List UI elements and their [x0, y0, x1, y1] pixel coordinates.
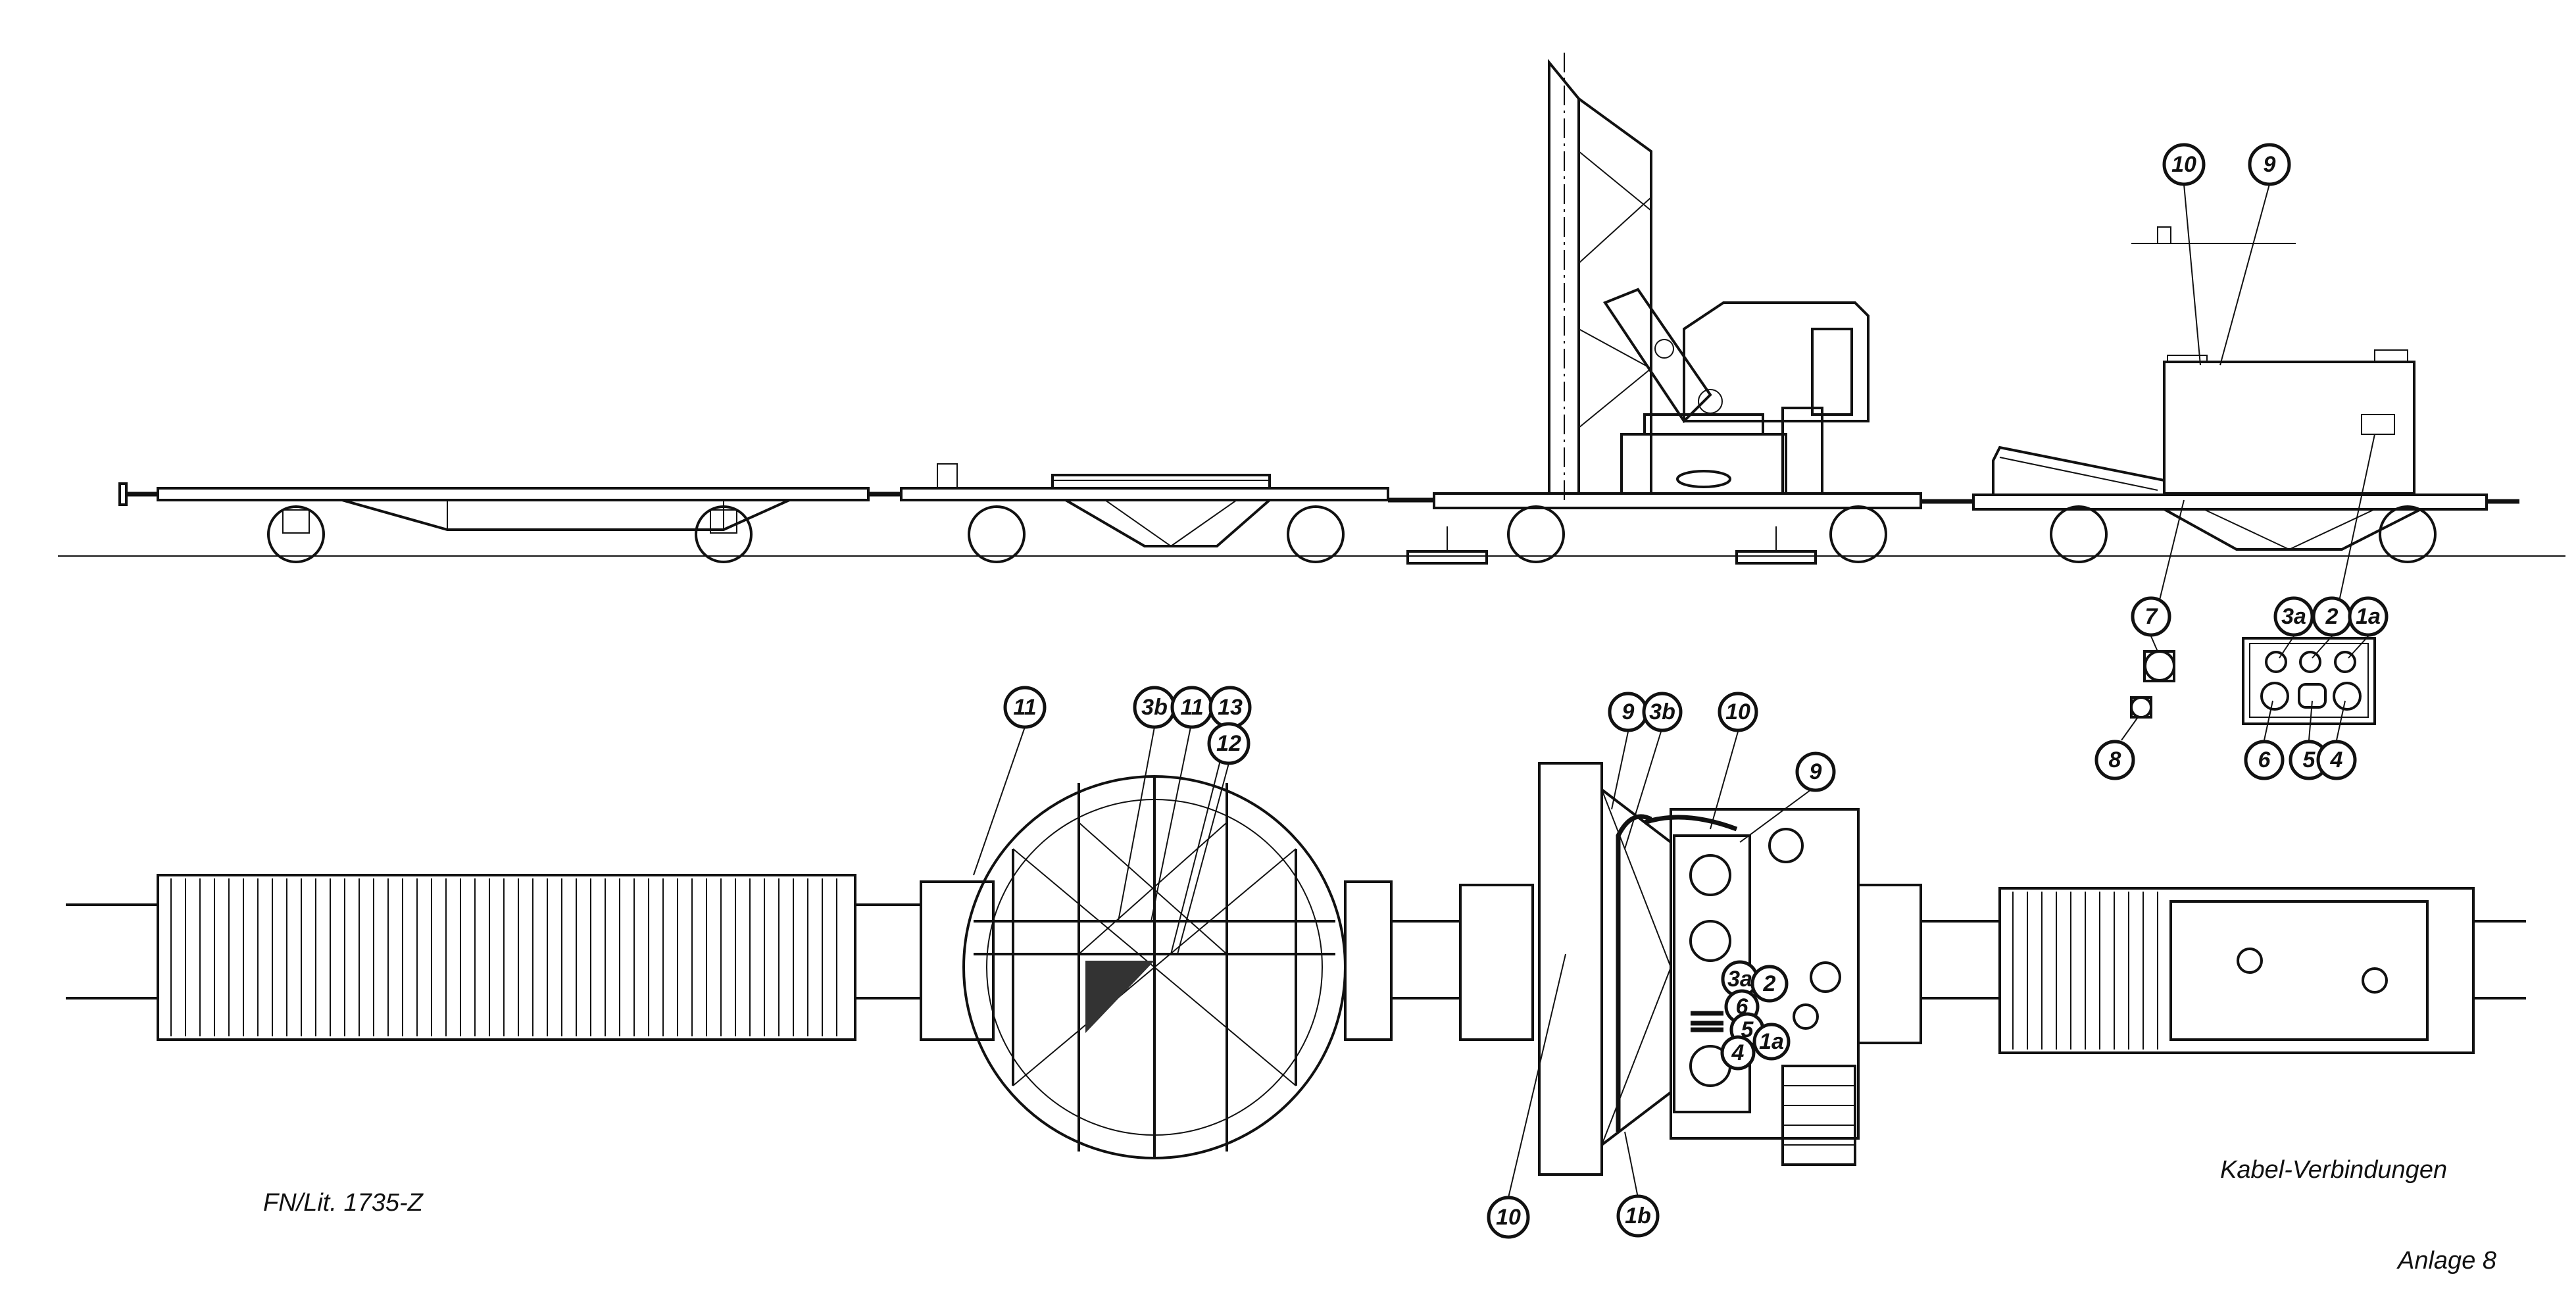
antenna-wagon-side — [1388, 53, 1922, 565]
wheel — [2379, 505, 2437, 563]
flat-wagon-2-side — [868, 463, 1389, 563]
plan-view-callouts: 11 3b 11 13 12 9 3b 10 9 3a 2 6 5 1a 4 1… — [973, 686, 1836, 1239]
callout-2: 2 — [1763, 971, 1776, 996]
callout-8: 8 — [2109, 747, 2121, 772]
callout-9: 9 — [2264, 152, 2276, 177]
callout-4: 4 — [2330, 747, 2343, 772]
wheel — [1507, 505, 1565, 563]
equipment-wagon-plan — [1998, 887, 2475, 1054]
callout-13: 13 — [1218, 695, 1243, 720]
callout-10: 10 — [1496, 1205, 1521, 1230]
callout-1a: 1a — [2356, 604, 2381, 629]
callout-1a: 1a — [1759, 1029, 1784, 1054]
deck-slats — [2012, 892, 2158, 1050]
callout-5: 5 — [2303, 747, 2316, 772]
side-view-callouts: 10 9 — [2162, 143, 2291, 186]
wheel — [2050, 505, 2108, 563]
connector-panel — [2361, 414, 2395, 435]
wheel — [695, 505, 753, 563]
wheel — [267, 505, 325, 563]
callout-10: 10 — [2171, 152, 2196, 177]
callout-4: 4 — [1731, 1040, 1745, 1065]
flat-wagon-1-side — [118, 482, 870, 563]
wheel — [1287, 505, 1345, 563]
plan-view — [66, 762, 2526, 1176]
turntable-base — [1620, 433, 1787, 495]
callout-9: 9 — [1622, 699, 1635, 724]
callout-1b: 1b — [1625, 1203, 1651, 1228]
deck-slats — [170, 878, 837, 1036]
callout-3b: 3b — [1649, 699, 1675, 724]
cable-run — [1616, 814, 1652, 1132]
cabinet-plan — [2169, 900, 2429, 1041]
cab-door — [1811, 328, 1853, 416]
callout-11: 11 — [1013, 695, 1036, 720]
callout-7: 7 — [2145, 604, 2159, 629]
flat-wagon-1-plan — [157, 874, 856, 1041]
operator-cab — [1683, 301, 1870, 422]
callout-6: 6 — [2258, 747, 2271, 772]
drawing-reference: FN/Lit. 1735-Z — [263, 1189, 424, 1217]
turntable-frame — [974, 776, 1335, 1158]
callout-2: 2 — [2325, 604, 2339, 629]
stairs — [1781, 1065, 1856, 1166]
antenna-wagon-plan — [1538, 762, 1860, 1176]
connector-panel-detail — [2242, 637, 2376, 725]
drawing-subject: Kabel-Verbindungen — [2220, 1156, 2447, 1184]
wheel — [968, 505, 1026, 563]
wheel — [1829, 505, 1887, 563]
callout-3b: 3b — [1141, 695, 1168, 720]
callout-9: 9 — [1810, 759, 1822, 784]
callout-5: 5 — [1741, 1017, 1754, 1042]
callout-3a: 3a — [2281, 604, 2306, 629]
equipment-cabinet — [2163, 361, 2415, 495]
side-view: 10 9 — [118, 53, 2519, 636]
callout-11: 11 — [1180, 695, 1203, 720]
appendix-label: Anlage 8 — [2396, 1247, 2496, 1275]
equipment-wagon-side — [1921, 184, 2519, 636]
connector-detail: 7 8 3a 2 1a 6 5 4 — [2094, 596, 2389, 780]
callout-3a: 3a — [1727, 967, 1752, 992]
callout-10: 10 — [1725, 699, 1750, 724]
callout-12: 12 — [1216, 731, 1241, 756]
